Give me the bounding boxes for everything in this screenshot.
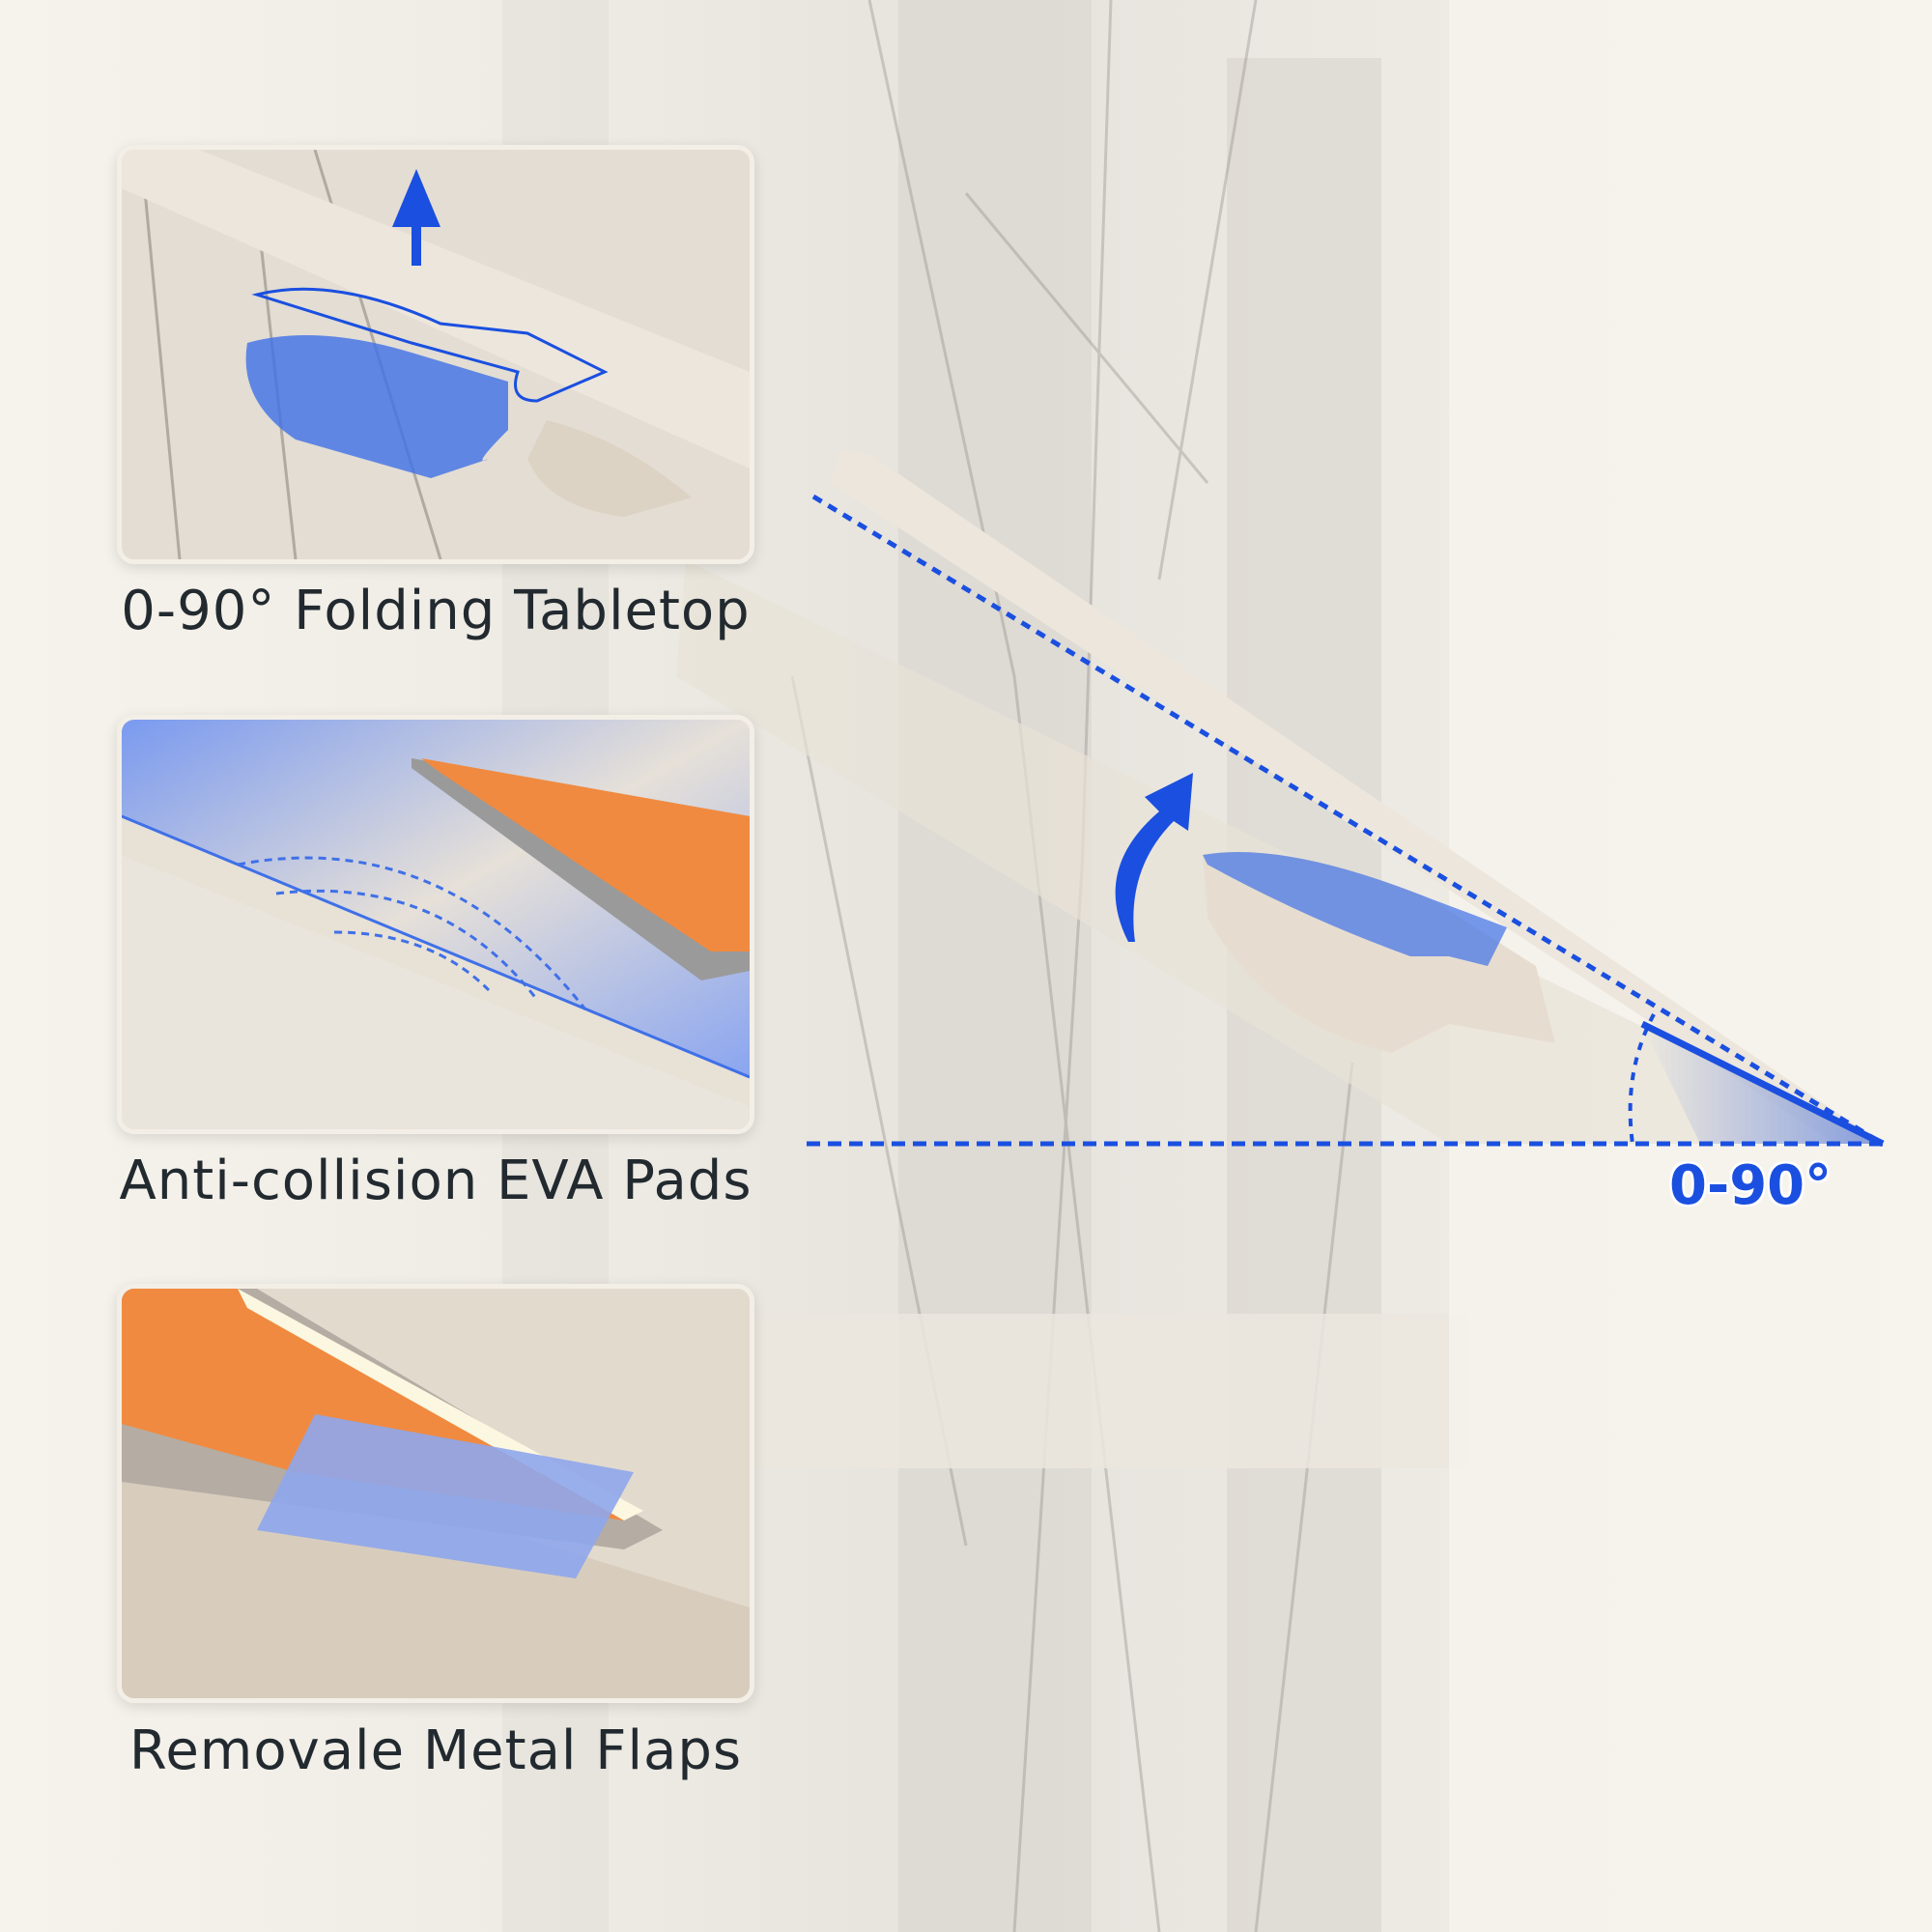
eva-pads-illustration (122, 720, 750, 1129)
angle-arc (1628, 1013, 1656, 1145)
pad-blue-highlight (1203, 852, 1507, 966)
curved-up-arrow-icon (1115, 773, 1193, 942)
desk-tabletop (831, 450, 1883, 1144)
feature-caption-metal-flaps: Removale Metal Flaps (128, 1719, 743, 1782)
feature-panel-folding-tabletop (117, 145, 754, 564)
angle-range-label: 0-90° (1669, 1154, 1833, 1217)
feature-caption-eva-pads: Anti-collision EVA Pads (119, 1150, 753, 1212)
folding-tabletop-illustration (122, 150, 750, 559)
metal-flap (257, 1414, 634, 1578)
feature-panel-eva-pads (117, 715, 754, 1134)
feature-panel-metal-flaps (117, 1284, 754, 1703)
feature-caption-folding-tabletop: 0-90° Folding Tabletop (121, 580, 751, 642)
up-arrow-icon (392, 169, 440, 266)
metal-flaps-illustration (122, 1289, 750, 1698)
